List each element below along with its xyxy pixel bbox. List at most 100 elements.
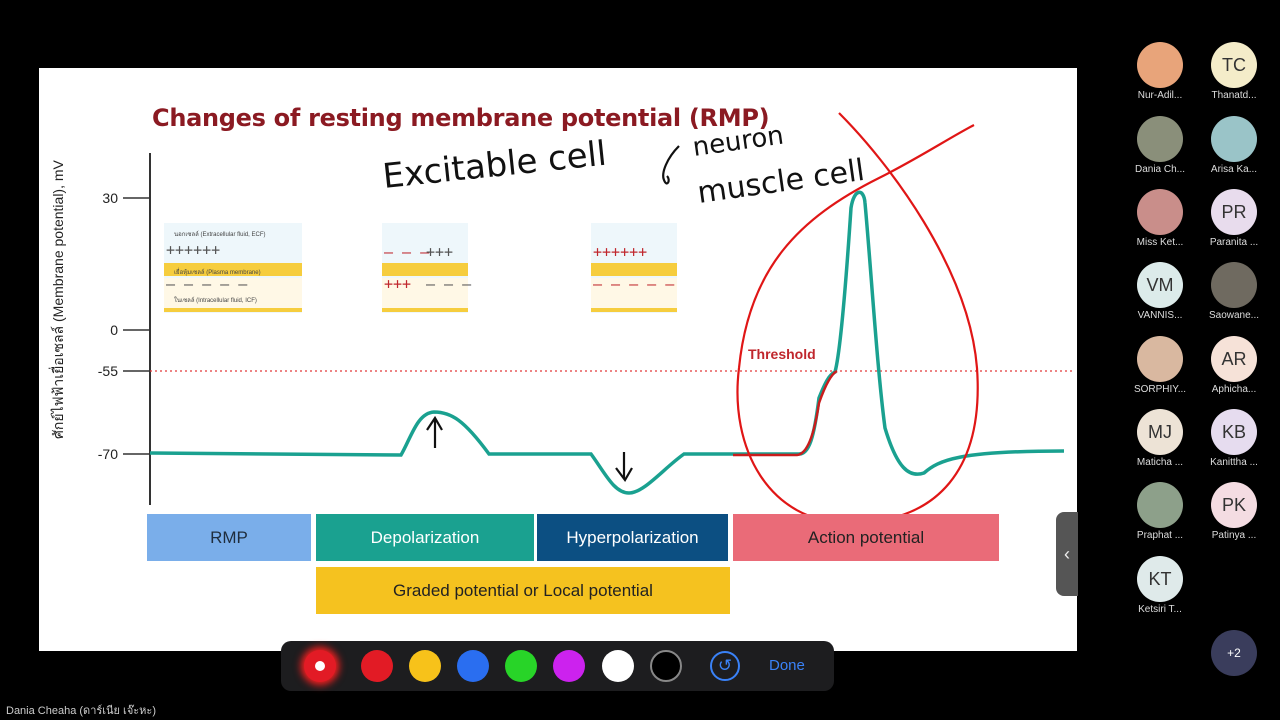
membrane-potential-chart [123, 112, 1074, 525]
phase-depolarization: Depolarization [316, 514, 534, 561]
color-purple-swatch[interactable] [553, 650, 585, 682]
tick-label-30: 30 [102, 190, 118, 206]
annotation-excitable: Excitable cell [381, 134, 609, 197]
color-green-swatch[interactable] [505, 650, 537, 682]
color-white-swatch[interactable] [602, 650, 634, 682]
tick-label-0: 0 [110, 322, 118, 338]
avatar: AR [1211, 336, 1257, 382]
participant-name: Saowane... [1208, 310, 1260, 321]
participant-name: Patinya ... [1211, 530, 1257, 541]
membrane-band [164, 263, 302, 276]
top-charges: ++++++ [166, 241, 221, 259]
avatar [1211, 262, 1257, 308]
participant-name: Paranita ... [1209, 237, 1259, 248]
membrane-edge [591, 308, 677, 312]
avatar: TC [1211, 42, 1257, 88]
avatar [1137, 482, 1183, 528]
top-plus: +++ [426, 243, 454, 261]
avatar: PR [1211, 189, 1257, 235]
brace-mark [662, 145, 680, 185]
hyper-membrane-inset: ++++++ – – – – – [591, 223, 677, 313]
participant-name: Aphicha... [1211, 384, 1257, 395]
potential-curve [149, 190, 1065, 495]
done-button[interactable]: Done [769, 657, 805, 674]
participant-tile[interactable]: PK Patinya ... [1204, 482, 1264, 541]
participant-tile[interactable]: TC Thanatd... [1204, 42, 1264, 101]
participant-name: Kanittha ... [1210, 457, 1258, 468]
membrane-label: เยื่อหุ้มเซลล์ (Plasma membrane) [174, 270, 261, 276]
membrane-band [382, 263, 468, 276]
participant-tile[interactable]: KB Kanittha ... [1204, 409, 1264, 468]
threshold-label: Threshold [748, 346, 816, 362]
bottom-minus: – – – – – [593, 275, 675, 293]
shared-slide: Changes of resting membrane potential (R… [39, 68, 1077, 651]
avatar: KB [1211, 409, 1257, 455]
rmp-membrane-inset: นอกเซลล์ (Extracellular fluid, ECF) ++++… [164, 223, 302, 313]
participant-tile[interactable]: Miss Ket... [1130, 189, 1190, 248]
icf-region [382, 278, 468, 308]
participant-name: Nur-Adil... [1137, 90, 1183, 101]
participant-name: Praphat ... [1136, 530, 1184, 541]
avatar [1137, 42, 1183, 88]
annotation-muscle: muscle cell [695, 153, 867, 211]
annotation-neuron: neuron [691, 120, 786, 162]
threshold-trace [733, 369, 838, 457]
more-participants-button[interactable]: +2 [1211, 630, 1257, 676]
avatar: KT [1137, 556, 1183, 602]
phase-action-potential: Action potential [733, 514, 999, 561]
participant-name: Ketsiri T... [1138, 604, 1182, 615]
participant-tile[interactable]: AR Aphicha... [1204, 336, 1264, 395]
color-black-swatch[interactable] [650, 650, 682, 682]
avatar [1137, 336, 1183, 382]
participant-name: SORPHIY... [1133, 384, 1187, 395]
handdrawn-circle [736, 112, 979, 525]
phase-rmp: RMP [147, 514, 311, 561]
color-yellow-swatch[interactable] [409, 650, 441, 682]
participant-name: Miss Ket... [1136, 237, 1184, 248]
avatar: VM [1137, 262, 1183, 308]
top-minus: – – – [384, 243, 430, 261]
icf-region [164, 278, 302, 308]
avatar: PK [1211, 482, 1257, 528]
participant-tile[interactable]: Arisa Ka... [1204, 116, 1264, 175]
phase-hyperpolarization: Hyperpolarization [537, 514, 728, 561]
down-arrow-mark [615, 452, 633, 482]
participant-name: Thanatd... [1211, 90, 1257, 101]
ecf-label: นอกเซลล์ (Extracellular fluid, ECF) [174, 232, 266, 238]
bottom-plus: +++ [384, 275, 412, 293]
bottom-charges: – – – – – [166, 275, 248, 293]
participant-tile[interactable]: SORPHIY... [1130, 336, 1190, 395]
collapse-panel-button[interactable]: ‹ [1056, 512, 1078, 596]
bottom-minus: – – – [426, 275, 472, 293]
icf-region [591, 278, 677, 308]
undo-icon[interactable]: ↺ [710, 651, 740, 681]
top-plus: ++++++ [593, 243, 648, 261]
participant-tile[interactable]: Praphat ... [1130, 482, 1190, 541]
active-speaker-name: Dania Cheaha (ดาร์เนีย เจ๊ะหะ) [6, 705, 156, 717]
participant-tile[interactable]: Dania Ch... [1130, 116, 1190, 175]
participant-tile[interactable]: KT Ketsiri T... [1130, 556, 1190, 615]
handwriting-layer: Excitable cell neuron muscle cell [381, 120, 867, 211]
avatar [1211, 116, 1257, 162]
pen-selected-swatch[interactable] [304, 650, 336, 682]
participant-tile[interactable]: MJ Maticha ... [1130, 409, 1190, 468]
membrane-band [591, 263, 677, 276]
participant-tile[interactable]: Saowane... [1204, 262, 1264, 321]
avatar [1137, 189, 1183, 235]
chevron-left-icon: ‹ [1064, 544, 1070, 564]
color-blue-swatch[interactable] [457, 650, 489, 682]
tick-label-55: -55 [97, 363, 118, 379]
participant-tile[interactable]: Nur-Adil... [1130, 42, 1190, 101]
participant-tile[interactable]: PR Paranita ... [1204, 189, 1264, 248]
participant-name: Dania Ch... [1134, 164, 1186, 175]
depol-membrane-inset: – – – +++ +++ – – – [382, 223, 472, 313]
membrane-edge [382, 308, 468, 312]
annotation-toolbar: ↺ Done [281, 641, 834, 691]
avatar: MJ [1137, 409, 1183, 455]
participant-name: Maticha ... [1136, 457, 1184, 468]
up-arrow-mark [426, 415, 443, 448]
participant-name: VANNIS... [1137, 310, 1183, 321]
participant-tile[interactable]: VM VANNIS... [1130, 262, 1190, 321]
slide-title: Changes of resting membrane potential (R… [152, 104, 770, 132]
color-red-swatch[interactable] [361, 650, 393, 682]
